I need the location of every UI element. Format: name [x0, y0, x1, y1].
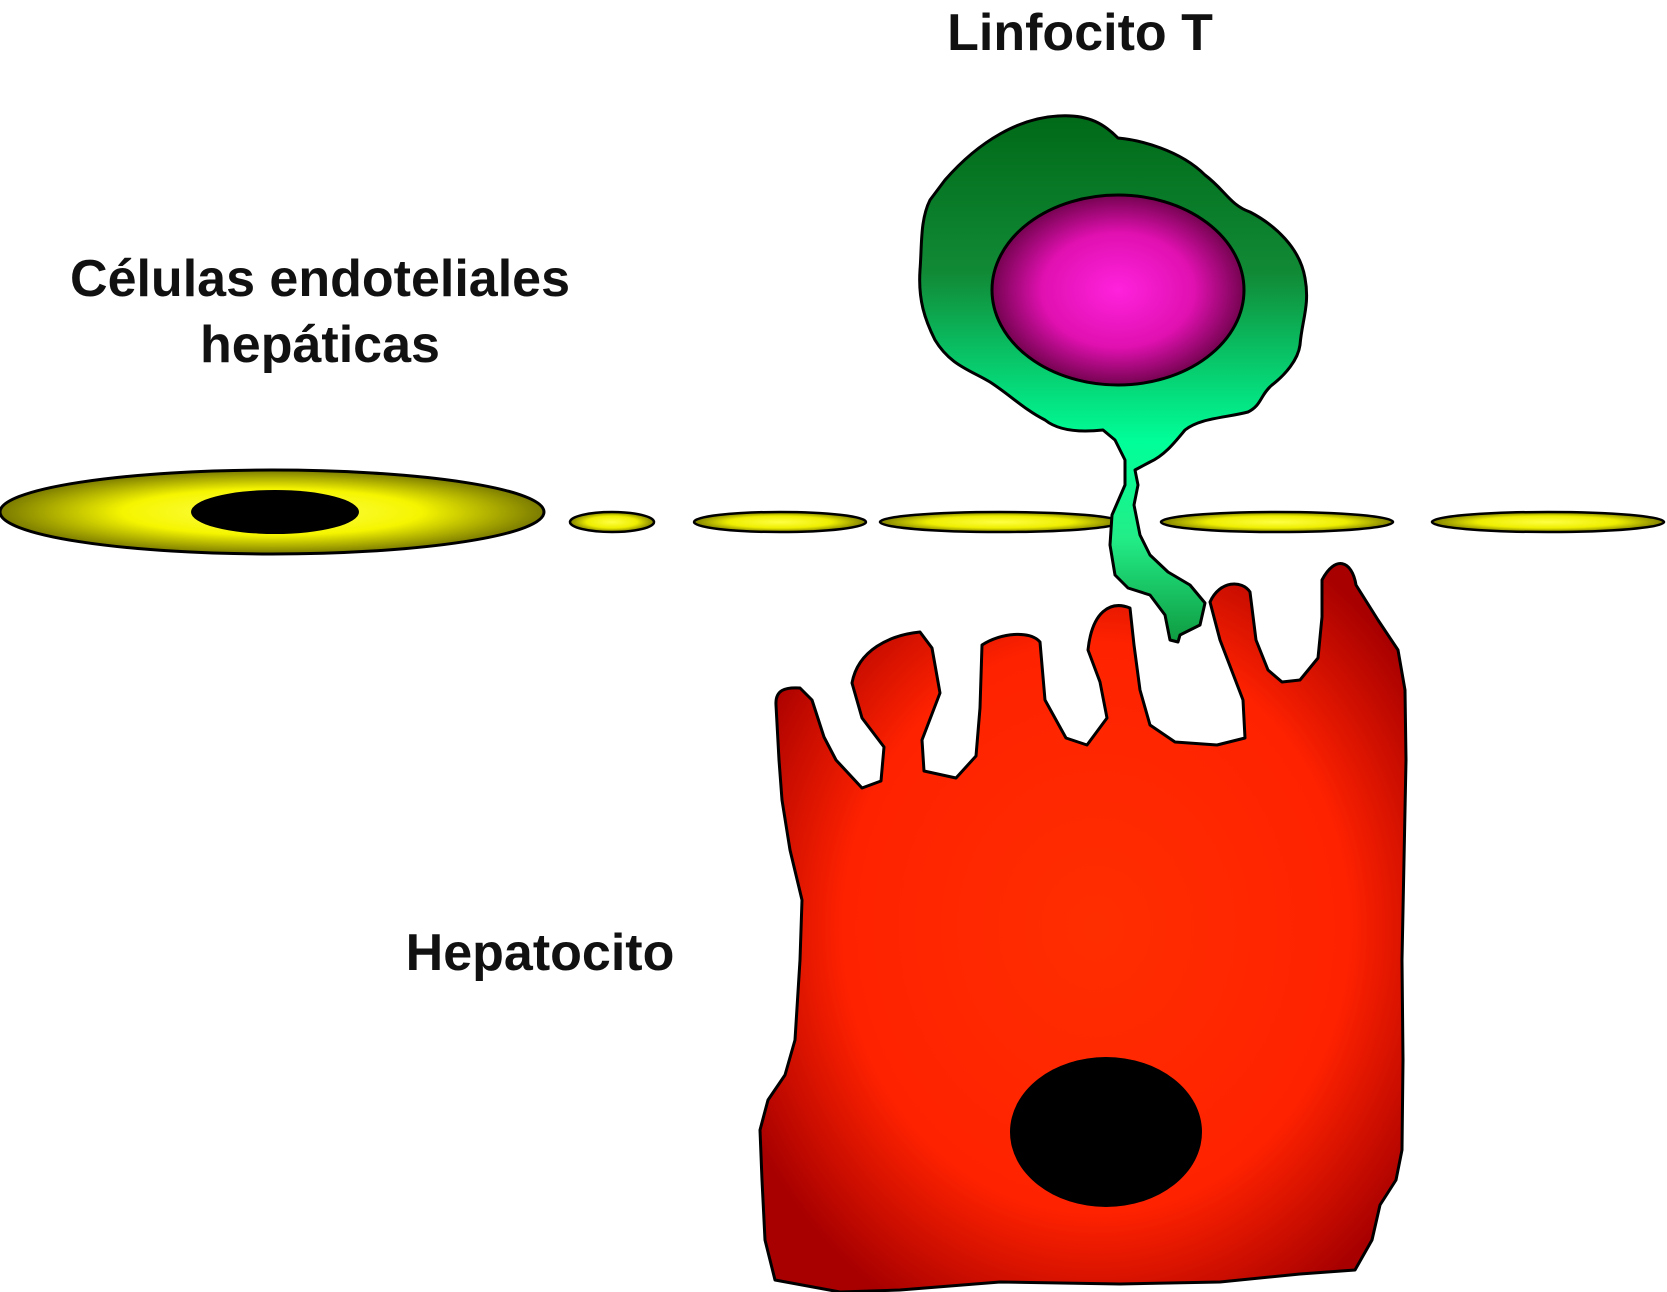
endothelial-label-line2: hepáticas [20, 312, 620, 378]
hepatocyte-label: Hepatocito [360, 920, 720, 986]
endothelial-label-line1: Células endoteliales [20, 246, 620, 312]
t-lymphocyte [920, 116, 1307, 642]
endothelial-cell-large [0, 470, 544, 554]
endothelial-segment [694, 512, 866, 532]
endothelial-nucleus [191, 490, 359, 534]
t-lymphocyte-nucleus [992, 195, 1244, 385]
endothelial-segment [1161, 512, 1393, 532]
hepatocyte [760, 564, 1406, 1292]
endothelial-segment [570, 512, 654, 532]
t-lymphocyte-label: Linfocito T [880, 0, 1280, 66]
endothelial-segment [1432, 512, 1664, 532]
hepatocyte-nucleus [1010, 1057, 1202, 1207]
endothelial-segment [880, 512, 1120, 532]
endothelial-cells-label: Células endoteliales hepáticas [20, 246, 620, 378]
